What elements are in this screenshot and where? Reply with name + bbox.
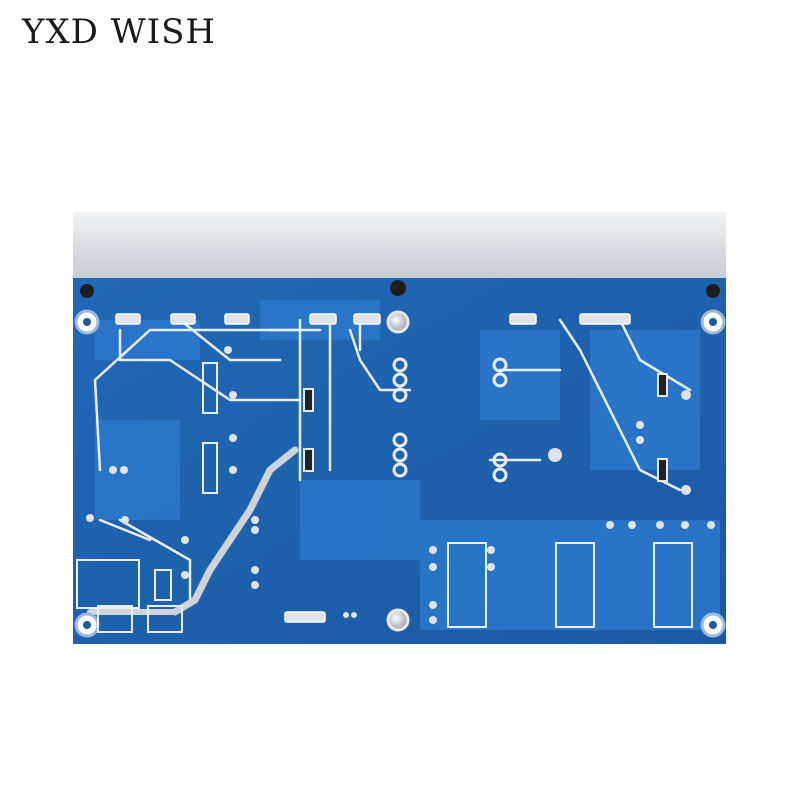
watermark-text: YXD WISH [22,12,217,52]
smd-resistors [303,373,668,482]
header-pads [115,313,631,623]
screws [80,280,720,298]
capacitor-outlines [202,362,693,628]
mounting-holes [74,309,726,638]
connector-block [76,559,183,633]
heatsink [73,212,726,282]
power-trace [171,446,299,616]
coil-pads [392,357,508,483]
copper-traces [95,300,720,630]
through-hole-pads [86,346,715,624]
